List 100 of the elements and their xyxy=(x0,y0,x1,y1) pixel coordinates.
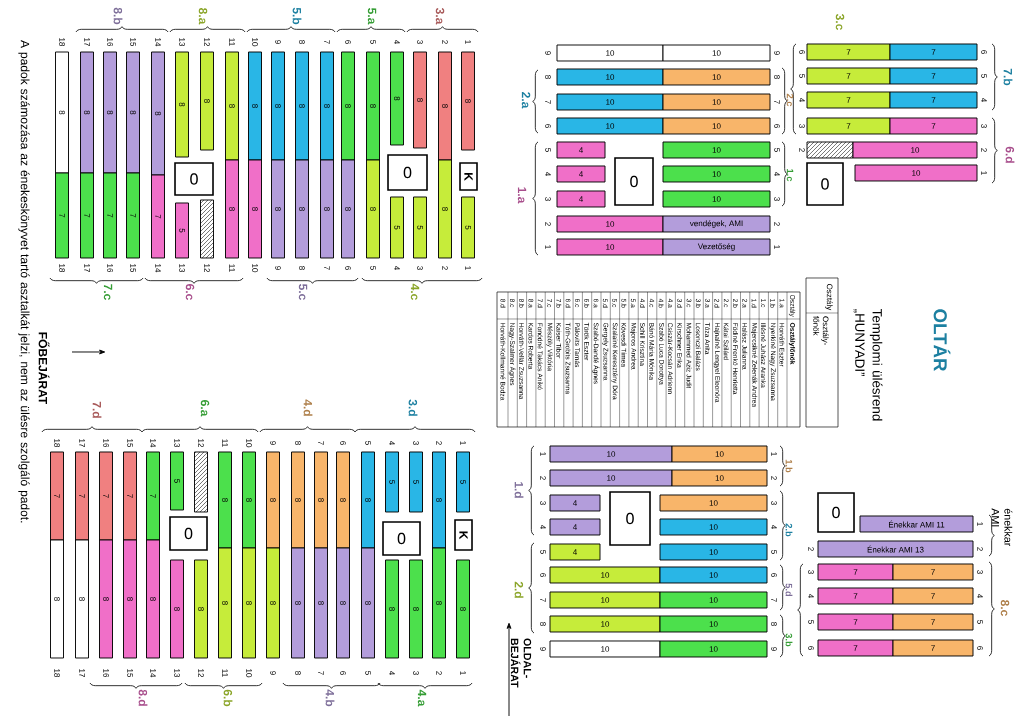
row-number: 3 xyxy=(417,40,423,44)
row-number: 17 xyxy=(79,439,85,448)
row-number: 5 xyxy=(545,148,551,152)
row-number: 10 xyxy=(246,439,252,448)
pew-bar: 5 xyxy=(175,202,189,259)
row-number: 1 xyxy=(545,245,551,249)
pew-bar: 7 xyxy=(126,172,140,259)
pew-bar: 7 xyxy=(99,451,113,541)
pew-bar: 8 xyxy=(55,51,69,174)
row-number: 8 xyxy=(771,622,777,626)
row-number: 14 xyxy=(155,264,161,273)
row-number: 16 xyxy=(107,264,113,273)
pew-bar: 8 xyxy=(271,51,285,161)
row-number: 2 xyxy=(774,222,780,226)
hatched-bar xyxy=(194,451,208,513)
row-number: 3 xyxy=(540,501,546,505)
row-number: 7 xyxy=(318,441,324,445)
row-number: 8 xyxy=(299,266,305,270)
pew-bar: 8 xyxy=(409,559,423,659)
hatched-bar xyxy=(200,199,214,259)
pew-bar: 10 xyxy=(671,469,768,487)
pew-bar: 8 xyxy=(390,51,404,146)
pew-bar: 5 xyxy=(170,451,184,511)
pew-bar: 10 xyxy=(556,44,664,62)
pew-bar: 7 xyxy=(889,117,978,135)
class-label: 2.a xyxy=(521,92,531,109)
row-number: 12 xyxy=(198,669,204,678)
row-number: 6 xyxy=(977,646,983,650)
table-header: Osztály xyxy=(825,283,833,311)
row-number: 2 xyxy=(442,266,448,270)
pew-bar: 8 xyxy=(366,51,380,161)
row-number: 1 xyxy=(977,522,983,526)
note: A padok számozása az énekeskönyvet tartó asztalkát jelzi, nem az ülésre szolgáló padot. xyxy=(18,40,30,523)
class-label: 6.b xyxy=(223,689,233,707)
class-label: 8.b xyxy=(113,7,123,25)
row-number: 18 xyxy=(54,669,60,678)
pew-bar: 8 xyxy=(103,51,117,174)
row-number: 11 xyxy=(222,669,228,677)
pillar-box: 0 xyxy=(806,162,844,206)
pew-bar: 7 xyxy=(146,451,160,541)
row-number: 9 xyxy=(270,441,276,445)
class-label: 3.b xyxy=(785,633,793,647)
row-number: 3 xyxy=(774,197,780,201)
pew-bar: 8 xyxy=(123,539,137,659)
row-number: 12 xyxy=(204,264,210,273)
pew-bar: 8 xyxy=(271,159,285,259)
pew-bar: 10 xyxy=(549,566,661,584)
pew-bar: 7 xyxy=(806,43,891,61)
pew-bar: 7 xyxy=(817,563,894,581)
class-label: 6.d xyxy=(1005,146,1015,163)
row-number: 2 xyxy=(799,148,805,152)
pew-bar: 10 xyxy=(662,93,771,111)
row-number: 15 xyxy=(130,264,136,273)
pew-bar: 8 xyxy=(80,51,94,174)
pew-bar: 8 xyxy=(218,547,232,659)
row-number: 15 xyxy=(127,669,133,678)
pew-bar: 10 xyxy=(659,566,768,584)
row-number: 6 xyxy=(340,441,346,445)
altar-label: OLTÁR xyxy=(933,309,951,372)
row-number: 5 xyxy=(981,74,987,78)
pew-bar: 10 xyxy=(662,190,771,208)
row-number: 7 xyxy=(545,100,551,104)
class-label: 5.c xyxy=(298,284,308,300)
pew-bar: 8 xyxy=(336,451,350,549)
pew-bar: 8 xyxy=(291,547,305,659)
row-number: 6 xyxy=(981,50,987,54)
pillar-box: 0 xyxy=(382,521,421,556)
row-number: 8 xyxy=(295,441,301,445)
row-number: 11 xyxy=(229,264,235,272)
row-number: 4 xyxy=(808,593,814,598)
pew-bar: 8 xyxy=(456,559,470,659)
class-label: 4.c xyxy=(410,283,420,300)
pillar-box: 0 xyxy=(174,162,214,196)
pew-bar: 5 xyxy=(385,451,399,513)
class-label: 5.d xyxy=(785,583,793,597)
pew-bar: 7 xyxy=(75,451,89,541)
pew-bar: 8 xyxy=(194,559,208,659)
row-number: 6 xyxy=(540,573,546,577)
pew-bar: 4 xyxy=(556,190,606,208)
class-label: 7.d xyxy=(92,401,102,418)
pew-bar: 10 xyxy=(549,640,661,658)
pew-bar: 10 xyxy=(549,445,673,463)
pew-bar: 8 xyxy=(175,51,189,158)
pew-bar: vendégek, AMI xyxy=(662,215,771,233)
pew-bar: 8 xyxy=(146,539,160,659)
class-label: 1.a xyxy=(517,187,527,204)
row-number: 7 xyxy=(774,100,780,104)
pew-bar: 7 xyxy=(889,43,978,61)
pew-bar: 8 xyxy=(341,159,355,259)
row-number: 4 xyxy=(394,265,400,270)
pew-bar: 5 xyxy=(409,451,423,513)
pew-bar: 8 xyxy=(361,547,375,659)
row-number: 9 xyxy=(270,671,276,675)
class-label: 6.c xyxy=(185,284,195,300)
class-label: 3.a xyxy=(435,7,445,25)
row-number: 5 xyxy=(540,550,546,554)
row-number: 14 xyxy=(150,439,156,448)
row-number: 15 xyxy=(127,439,133,448)
row-number: 3 xyxy=(771,501,777,505)
row-number: 9 xyxy=(771,647,777,651)
